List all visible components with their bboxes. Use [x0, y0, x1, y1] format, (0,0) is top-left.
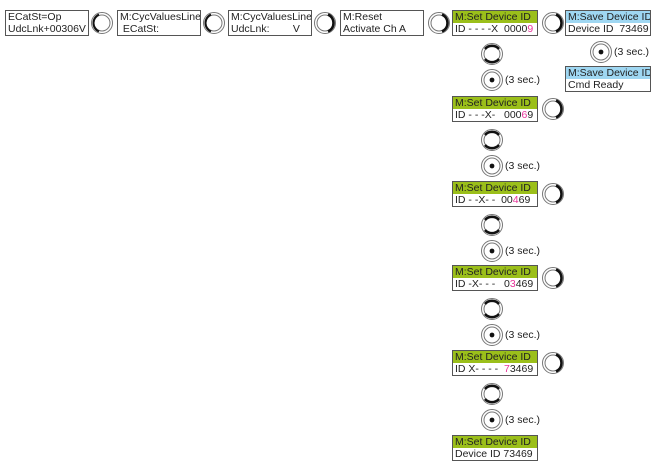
knob-turn-icon [480, 382, 504, 406]
knob-press-icon [480, 323, 504, 347]
display-title: M:Save Device ID [566, 67, 650, 79]
knob-rotate-right-icon [541, 266, 565, 290]
display-title: M:Set Device ID [453, 435, 537, 448]
device-id-value: Device ID 73469 [455, 447, 533, 460]
display-title: M:Set Device ID [453, 97, 537, 109]
active-digit: 7 [504, 363, 510, 376]
device-id-value: ID - - - -X 00009 [455, 23, 534, 35]
knob-press-icon [480, 154, 504, 178]
display-box: M:CycValuesLine1 ECatSt: [117, 10, 201, 36]
active-digit: 3 [509, 278, 516, 291]
knob-rotate-right-icon [427, 11, 451, 35]
display-line-2: UdcLnk+00306V [8, 23, 86, 35]
active-digit: 4 [512, 193, 519, 206]
press-duration-label: (3 sec.) [505, 74, 541, 86]
display-line-2: Activate Ch A [343, 23, 407, 35]
knob-rotate-right-icon [541, 351, 565, 375]
knob-press-icon [480, 408, 504, 432]
active-digit: 6 [521, 109, 528, 121]
press-duration-label: (3 sec.) [505, 329, 541, 342]
knob-rotate-left-icon [90, 11, 114, 35]
knob-press-icon [589, 40, 613, 64]
knob-rotate-right-icon [541, 182, 565, 206]
press-duration-label: (3 sec.) [505, 160, 541, 172]
device-id-value: ID X- - - - 73469 [455, 363, 534, 376]
press-duration-label: (3 sec.) [505, 414, 541, 427]
display-line-2: Cmd Ready [568, 79, 624, 91]
display-title: M:Save Device ID [566, 11, 650, 23]
active-digit: 9 [527, 23, 534, 35]
device-id-value: ID - - -X- 00069 [455, 109, 534, 121]
display-line-2: ECatSt: [120, 23, 160, 35]
knob-press-icon [480, 68, 504, 92]
display-line-1: M:Reset [343, 11, 383, 23]
device-id-value: ID -X- - - 03469 [455, 278, 534, 291]
display-title: M:Set Device ID [453, 266, 537, 279]
knob-turn-icon [480, 42, 504, 66]
device-id-value: ID - -X- - 00469 [455, 193, 531, 206]
press-duration-label: (3 sec.) [505, 244, 541, 257]
display-title: M:Set Device ID [453, 181, 537, 194]
display-line-2: Device ID 73469 [568, 23, 649, 35]
display-title: M:Set Device ID [453, 351, 537, 364]
press-duration-label: (3 sec.) [614, 46, 650, 58]
knob-rotate-left-icon [202, 11, 226, 35]
knob-turn-icon [480, 128, 504, 152]
knob-turn-icon [480, 213, 504, 237]
display-line-1: M:CycValuesLine1 [120, 11, 200, 23]
knob-rotate-right-icon [541, 11, 565, 35]
knob-turn-icon [480, 297, 504, 321]
display-line-2: UdcLnk: V [231, 23, 300, 35]
knob-press-icon [480, 239, 504, 263]
knob-rotate-right-icon [313, 11, 337, 35]
display-line-1: ECatSt=Op [8, 11, 62, 23]
display-title: M:Set Device ID [453, 11, 537, 23]
knob-rotate-right-icon [541, 97, 565, 121]
display-line-1: M:CycValuesLine2 [231, 11, 311, 23]
